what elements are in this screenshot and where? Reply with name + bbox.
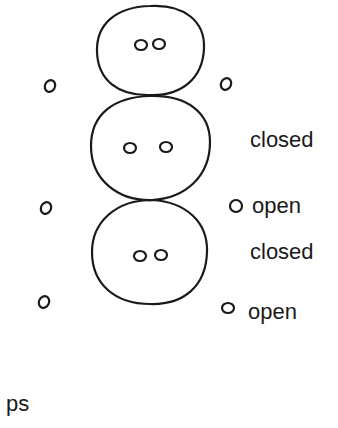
small-circle (219, 76, 233, 91)
small-circle (43, 78, 57, 93)
cell-outline (92, 200, 207, 304)
small-circle (39, 200, 53, 215)
state-label: open (248, 300, 297, 324)
small-circle (155, 250, 167, 260)
state-label: open (252, 194, 301, 218)
small-circle (153, 39, 165, 49)
small-circle (222, 303, 234, 313)
state-label: closed (250, 240, 314, 264)
small-circle (160, 142, 172, 152)
state-label: closed (250, 128, 314, 152)
small-circle (230, 200, 242, 212)
cell-outline (91, 96, 210, 200)
small-circle (135, 40, 147, 50)
small-circle (134, 251, 146, 261)
small-circle (124, 143, 136, 153)
cell-outline (97, 6, 204, 95)
partial-text: ps (6, 392, 29, 416)
small-circle (37, 294, 51, 309)
